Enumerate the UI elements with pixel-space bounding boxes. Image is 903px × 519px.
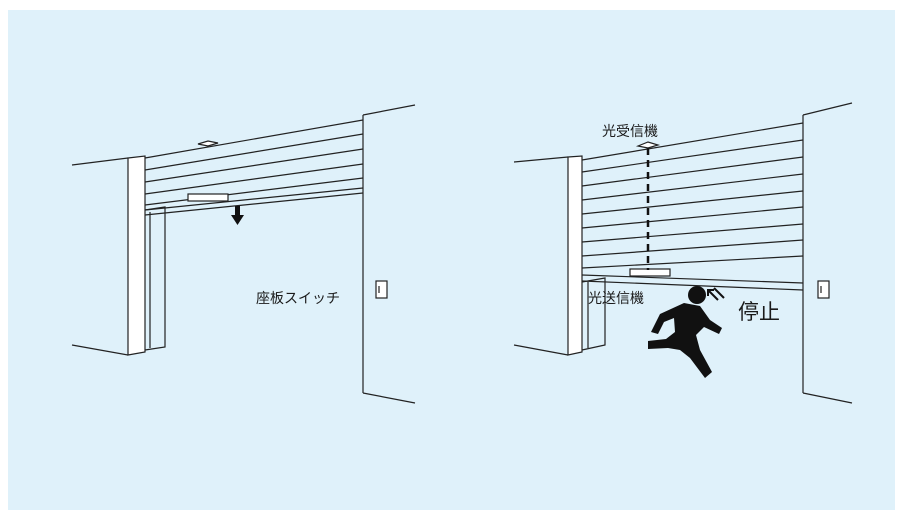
left-shutter-diagram: [71, 104, 416, 405]
wall-switch-left: [375, 280, 388, 299]
panel-background: [8, 10, 895, 510]
running-person-icon: [648, 286, 722, 378]
broken-beam-arrow-icon: [707, 287, 725, 301]
transmitter-label: 光送信機: [588, 291, 644, 307]
wall-switch-right: [817, 280, 830, 299]
receiver-label: 光受信機: [602, 124, 658, 140]
seat-switch-label: 座板スイッチ: [256, 291, 340, 307]
stop-label: 停止: [738, 300, 780, 324]
down-arrow-icon: [231, 206, 244, 225]
right-shutter-diagram: [513, 102, 853, 404]
